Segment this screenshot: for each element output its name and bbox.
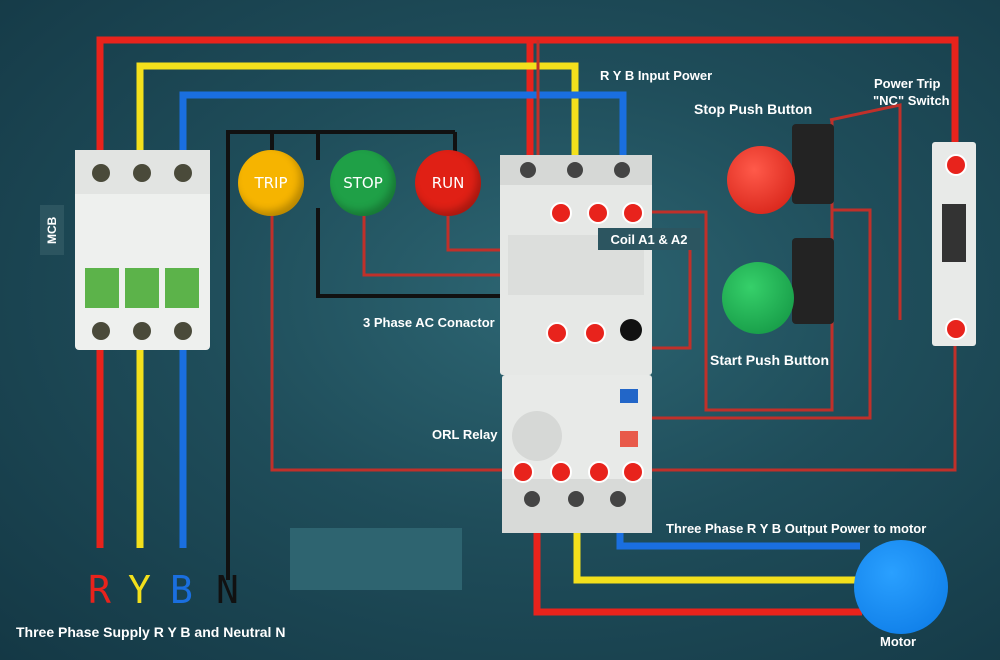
relay-reset-button[interactable]: [620, 389, 638, 403]
start-push-button-label: Start Push Button: [710, 352, 829, 368]
phase-y-label: Y: [128, 568, 151, 612]
contactor-terminal-1: [520, 162, 536, 178]
coil-label: Coil A1 & A2: [598, 228, 700, 250]
phase-n-label: N: [216, 568, 239, 612]
motor-label: Motor: [880, 634, 917, 649]
contactor-aux-bottom-1: [546, 322, 568, 344]
output-r-wire: [533, 520, 862, 616]
phase-r-label: R: [88, 568, 111, 612]
input-power-label: R Y B Input Power: [600, 68, 713, 83]
power-trip-switch[interactable]: [932, 142, 976, 346]
relay-terminal-3: [610, 491, 626, 507]
contactor-terminal-3: [614, 162, 630, 178]
neutral-wire: [226, 130, 455, 580]
trip-lamp-label: TRIP: [254, 174, 288, 192]
trip-lamp: TRIP: [238, 150, 304, 216]
power-trip-label-line1: Power Trip: [874, 76, 941, 91]
mcb-terminal-1: [92, 164, 110, 182]
mcb-terminal-3: [174, 164, 192, 182]
relay-contact-1: [512, 461, 534, 483]
contactor-aux-top-2: [587, 202, 609, 224]
relay-terminal-1: [524, 491, 540, 507]
run-lamp-label: RUN: [431, 174, 465, 192]
trip-switch-lever[interactable]: [942, 204, 966, 262]
start-push-button-body: [792, 238, 834, 324]
ac-contactor: [500, 155, 652, 375]
mcb-bottom-terminal-1: [92, 322, 110, 340]
trip-switch-bottom-terminal: [945, 318, 967, 340]
contactor-label: 3 Phase AC Conactor: [363, 315, 495, 330]
stop-push-button-body: [792, 124, 834, 204]
trip-switch-top-terminal: [945, 154, 967, 176]
stop-push-button[interactable]: [727, 146, 795, 214]
stop-lamp: STOP: [330, 150, 396, 216]
mcb-terminal-2: [133, 164, 151, 182]
relay-contact-4: [622, 461, 644, 483]
contactor-aux-bottom-2: [584, 322, 606, 344]
stop-lamp-label: STOP: [343, 174, 383, 192]
relay-contact-3: [588, 461, 610, 483]
power-trip-label-line2: "NC" Switch: [873, 93, 950, 108]
relay-stop-button[interactable]: [620, 431, 638, 447]
output-power-label: Three Phase R Y B Output Power to motor: [666, 521, 927, 536]
mcb-bottom-terminal-2: [133, 322, 151, 340]
stop-push-button-label: Stop Push Button: [694, 101, 813, 117]
mcb-breaker[interactable]: [75, 150, 210, 350]
mcb-toggle-2[interactable]: [125, 268, 159, 308]
mcb-label: MCB: [40, 205, 64, 255]
relay-contact-2: [550, 461, 572, 483]
contactor-a2-terminal: [620, 319, 642, 341]
contactor-aux-top-1: [550, 202, 572, 224]
mcb-toggle-1[interactable]: [85, 268, 119, 308]
mcb-toggle-3[interactable]: [165, 268, 199, 308]
supply-label: Three Phase Supply R Y B and Neutral N: [16, 624, 286, 640]
contactor-terminal-2: [567, 162, 583, 178]
relay-terminal-2: [568, 491, 584, 507]
mcb-bottom-terminal-3: [174, 322, 192, 340]
placeholder-panel: [290, 528, 462, 590]
contactor-aux-top-3: [622, 202, 644, 224]
motor: [854, 540, 948, 634]
phase-b-label: B: [170, 568, 193, 612]
relay-dial[interactable]: [512, 411, 562, 461]
run-lamp: RUN: [415, 150, 481, 216]
output-y-wire: [573, 520, 856, 584]
orl-relay-label: ORL Relay: [432, 427, 498, 442]
start-push-button[interactable]: [722, 262, 794, 334]
orl-relay: [502, 375, 652, 533]
